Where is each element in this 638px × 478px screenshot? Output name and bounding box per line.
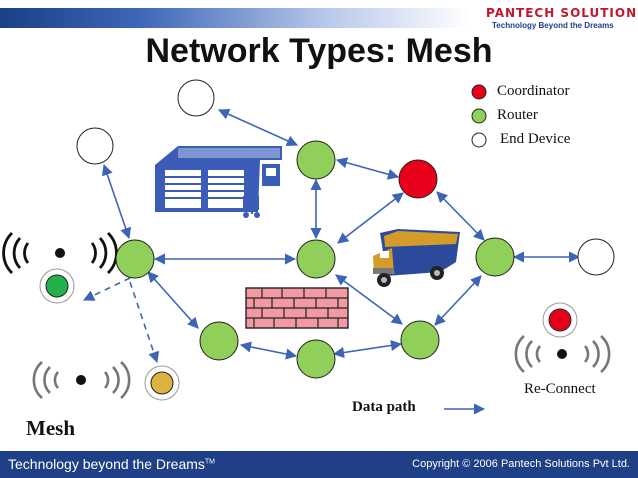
router-node	[400, 320, 440, 360]
coordinator-node	[548, 308, 572, 332]
link-router-router	[147, 271, 199, 329]
link-end-router	[101, 163, 132, 240]
brick-wall-icon	[245, 287, 349, 329]
truck-icon	[373, 229, 460, 287]
warehouse-icon	[155, 146, 282, 218]
footer-copyright: Copyright © 2006 Pantech Solutions Pvt L…	[412, 458, 630, 470]
header-gradient-bar	[0, 8, 470, 28]
end-device-node	[577, 238, 615, 276]
signal-icon	[32, 361, 131, 399]
signal-center-dot	[55, 248, 65, 258]
slide-title: Network Types: Mesh	[145, 32, 493, 70]
link-dashed-reconnect	[129, 281, 160, 364]
data-path-label: Data path	[352, 399, 416, 415]
end-device-node	[177, 79, 215, 117]
brand-tagline: Technology Beyond the Dreams	[492, 21, 614, 30]
link-router-router	[434, 275, 482, 326]
signal-center-dot	[76, 375, 86, 385]
legend-coordinator-marker	[471, 84, 487, 100]
reconnecting-node	[150, 371, 174, 395]
coordinator-node	[398, 159, 438, 199]
signal-icon	[2, 232, 118, 274]
legend-end-device-marker	[471, 132, 487, 148]
brand-logo: PANTECH SOLUTIONS Technology Beyond the …	[486, 6, 638, 38]
legend-coordinator-label: Coordinator	[497, 83, 570, 99]
mesh-label: Mesh	[26, 416, 75, 440]
legend-router-label: Router	[497, 107, 538, 123]
link-end-router	[217, 109, 299, 146]
router-node	[475, 237, 515, 277]
re-connect-label: Re-Connect	[524, 381, 596, 397]
router-node	[199, 321, 239, 361]
link-dashed-router	[82, 277, 131, 301]
end-device-node	[76, 127, 114, 165]
footer-tagline-text: Technology beyond the Dreams	[8, 456, 205, 472]
link-router-coordinator	[335, 157, 400, 180]
signal-center-dot	[557, 349, 567, 359]
link-coordinator-router	[337, 192, 404, 244]
router-node	[115, 239, 155, 279]
router-node	[296, 339, 336, 379]
footer-tagline: Technology beyond the DreamsTM	[8, 456, 215, 472]
brand-name: PANTECH SOLUTIONS	[486, 6, 638, 20]
router-node	[296, 239, 336, 279]
link-router-router	[335, 274, 403, 325]
link-router-router	[239, 341, 298, 360]
link-coordinator-router	[436, 191, 485, 241]
router-node	[296, 140, 336, 180]
router-node	[45, 274, 69, 298]
legend-router-marker	[471, 108, 487, 124]
trademark-mark: TM	[204, 458, 216, 466]
network-links	[82, 109, 581, 415]
footer-bar: Technology beyond the DreamsTM Copyright…	[0, 451, 638, 478]
signal-icon	[514, 335, 611, 373]
link-router-router	[332, 339, 403, 359]
legend-end-device-label: End Device	[500, 131, 571, 147]
